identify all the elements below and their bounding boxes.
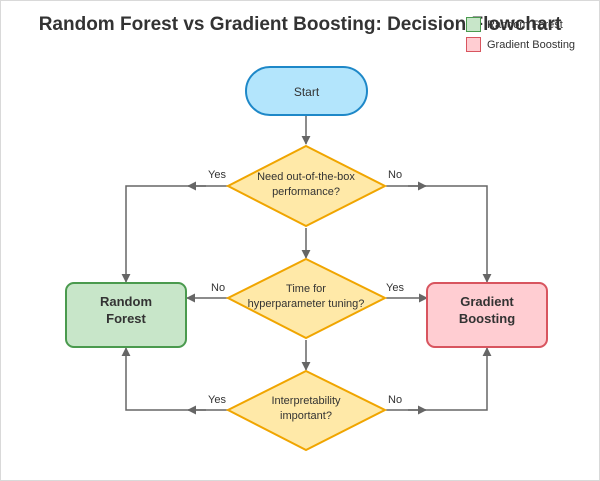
decision-tuning-time-line2: hyperparameter tuning? xyxy=(248,298,365,310)
edge-label-q2-no: No xyxy=(211,282,225,294)
gradient-boosting-line1: Gradient xyxy=(460,294,514,309)
chart-title: Random Forest vs Gradient Boosting: Deci… xyxy=(38,14,562,35)
edge-label-q3-no: No xyxy=(388,394,402,406)
legend: Random Forest Gradient Boosting xyxy=(466,16,575,56)
edge-q1-yes xyxy=(121,185,228,283)
decision-tuning-time: Time for hyperparameter tuning? xyxy=(225,257,388,340)
decision-out-of-box-line1: Need out-of-the-box xyxy=(257,171,355,183)
decision-out-of-box: Need out-of-the-box performance? xyxy=(225,144,388,228)
random-forest-node: Random Forest xyxy=(65,282,187,348)
start-node: Start xyxy=(245,66,368,116)
legend-swatch-gradient-boosting xyxy=(466,37,481,52)
gradient-boosting-node: Gradient Boosting xyxy=(426,282,548,348)
edge-label-q2-yes: Yes xyxy=(386,282,404,294)
legend-swatch-random-forest xyxy=(466,17,481,32)
edge-label-q1-yes: Yes xyxy=(208,169,226,181)
edge-label-q1-no: No xyxy=(388,169,402,181)
legend-label-random-forest: Random Forest xyxy=(487,18,563,31)
edge-labels: Yes No No Yes Yes No xyxy=(208,169,404,406)
decision-tuning-time-line1: Time for xyxy=(286,283,326,295)
connectors xyxy=(121,116,492,415)
legend-item-random-forest: Random Forest xyxy=(466,16,575,33)
edge-label-q3-yes: Yes xyxy=(208,394,226,406)
edge-q1-no xyxy=(386,185,492,283)
start-label: Start xyxy=(294,85,320,99)
gradient-boosting-line2: Boosting xyxy=(459,311,515,326)
decision-interpretability-line1: Interpretability xyxy=(271,395,341,407)
random-forest-line2: Forest xyxy=(106,311,146,326)
random-forest-line1: Random xyxy=(100,294,152,309)
decision-interpretability-line2: important? xyxy=(280,410,332,422)
legend-label-gradient-boosting: Gradient Boosting xyxy=(487,38,576,51)
legend-item-gradient-boosting: Gradient Boosting xyxy=(466,36,575,53)
decision-out-of-box-line2: performance? xyxy=(272,186,340,198)
decision-interpretability: Interpretability important? xyxy=(225,369,388,452)
